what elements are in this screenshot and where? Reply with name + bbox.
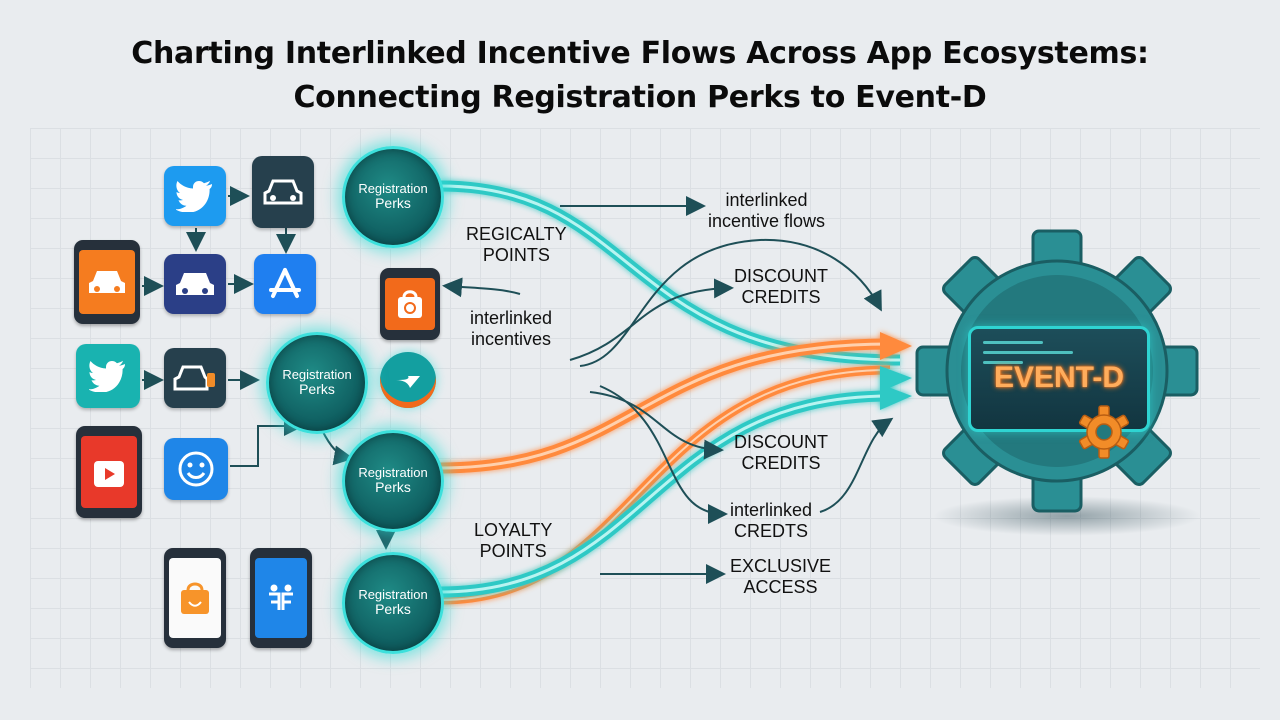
annotation-arrows — [442, 196, 894, 584]
label-line: REGICALTY — [466, 224, 567, 244]
shopping-bag-icon — [398, 290, 422, 318]
label-loyalty-points: LOYALTY POINTS — [474, 520, 552, 562]
registration-perks-node[interactable]: Registration Perks — [266, 332, 368, 434]
label-interlinked-incentives: interlinked incentives — [470, 308, 552, 350]
label-discount-credits-bottom: DISCOUNT CREDITS — [734, 432, 828, 474]
play-video-icon — [94, 461, 124, 487]
label-line: incentive flows — [708, 211, 826, 231]
label-line: EXCLUSIVE — [730, 556, 832, 576]
event-d-hub[interactable]: EVENT-D — [912, 226, 1212, 546]
node-label-line-2: Perks — [375, 601, 411, 618]
node-label-line-2: Perks — [375, 195, 411, 212]
node-label-line-2: Perks — [299, 381, 335, 398]
phone-device — [74, 240, 140, 324]
label-line: CREDITS — [741, 453, 821, 473]
flow-teal-bottom — [439, 366, 912, 598]
label-line: CREDITS — [741, 287, 821, 307]
label-regicalty-points: REGICALTY POINTS — [466, 224, 567, 266]
gear-icon — [1078, 405, 1130, 459]
label-line: interlinked — [725, 190, 808, 210]
phone-device — [250, 548, 312, 648]
people-icon — [269, 584, 293, 610]
car-icon[interactable] — [164, 254, 226, 314]
diagram-title-line-2: Connecting Registration Perks to Event-D — [293, 80, 987, 115]
label-line: incentives — [471, 329, 552, 349]
twitter-icon[interactable] — [76, 344, 140, 408]
car-icon — [89, 271, 125, 293]
car-key-icon[interactable] — [164, 348, 226, 408]
registration-perks-node[interactable]: Registration Perks — [342, 146, 444, 248]
phone-device — [164, 548, 226, 648]
label-exclusive-access: EXCLUSIVE ACCESS — [730, 556, 831, 598]
label-interlinked-credits: interlinked CREDTS — [730, 500, 812, 542]
phone-device — [380, 268, 440, 340]
diagram-title-line-1: Charting Interlinked Incentive Flows Acr… — [131, 36, 1149, 71]
label-line: POINTS — [479, 541, 547, 561]
smiley-icon[interactable] — [164, 438, 228, 500]
phone-device — [76, 426, 142, 518]
hub-label: EVENT-D — [993, 361, 1125, 394]
label-line: LOYALTY — [474, 520, 553, 540]
node-label-line-1: Registration — [358, 181, 428, 197]
node-label-line-1: Registration — [358, 587, 428, 603]
send-arrow-icon — [380, 352, 436, 408]
label-line: interlinked — [470, 308, 553, 328]
label-discount-credits-top: DISCOUNT CREDITS — [734, 266, 828, 308]
shopping-bag-icon — [181, 582, 209, 614]
hub-panel: EVENT-D — [968, 326, 1150, 432]
label-line: ACCESS — [743, 577, 818, 597]
node-label-line-1: Registration — [358, 465, 428, 481]
label-line: DISCOUNT — [734, 266, 828, 286]
registration-perks-node[interactable]: Registration Perks — [342, 430, 444, 532]
label-line: DISCOUNT — [734, 432, 828, 452]
label-line: POINTS — [482, 245, 550, 265]
node-label-line-2: Perks — [375, 479, 411, 496]
car-icon[interactable] — [252, 156, 314, 228]
app-connectors — [142, 186, 396, 550]
label-interlinked-incentive-flows: interlinked incentive flows — [708, 190, 825, 232]
registration-perks-node[interactable]: Registration Perks — [342, 552, 444, 654]
twitter-icon[interactable] — [164, 166, 226, 226]
label-line: interlinked — [730, 500, 813, 520]
node-label-line-1: Registration — [282, 367, 352, 383]
app-store-icon[interactable] — [254, 254, 316, 314]
label-line: CREDTS — [734, 521, 809, 541]
